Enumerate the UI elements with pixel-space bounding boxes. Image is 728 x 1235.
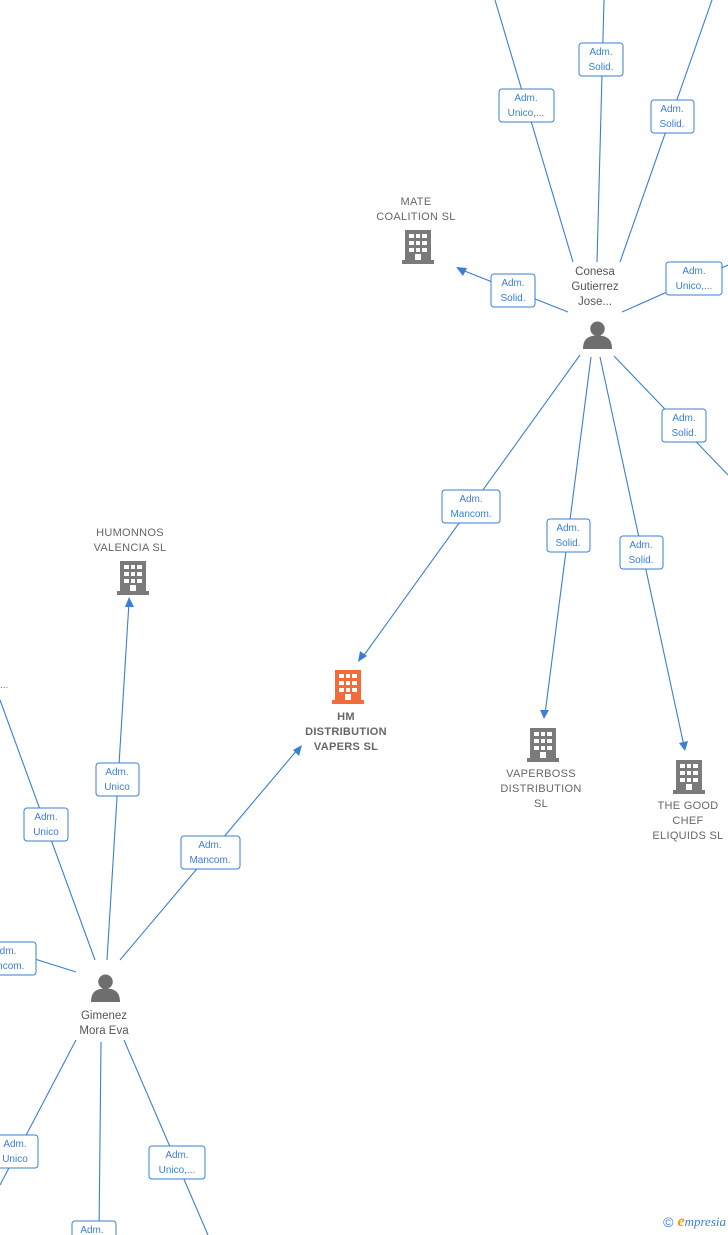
node-label: Mora Eva xyxy=(79,1025,129,1037)
edge-label-text: Mancom. xyxy=(450,509,491,520)
edge-label-conesa-hm[interactable]: Adm. Mancom. xyxy=(441,489,501,524)
building-icon-highlighted xyxy=(332,670,364,704)
arrowhead-hm-bottom xyxy=(293,745,302,756)
node-label: CHEF xyxy=(672,815,703,827)
edge-label-conesa-mate[interactable]: Adm. Solid. xyxy=(490,273,536,308)
node-label: ELIQUIDS SL xyxy=(652,830,723,842)
edge-label-gimenez-left-mid[interactable]: dm. ancom. xyxy=(0,941,37,976)
edge-label-conesa-top-mid[interactable]: Adm. Solid. xyxy=(578,42,624,77)
edge-label-text: ancom. xyxy=(0,961,24,972)
edge-gimenez-bottom-right xyxy=(123,1039,209,1235)
building-icon xyxy=(117,561,149,595)
edge-label-gimenez-bottom-right[interactable]: Adm. Unico,... xyxy=(148,1145,206,1180)
edge-label-gimenez-humonnos[interactable]: Adm. Unico xyxy=(95,762,140,797)
edge-conesa-top-mid xyxy=(596,0,605,263)
edge-label-text: Solid. xyxy=(555,538,580,549)
node-label: HM xyxy=(337,711,355,723)
edge-label-text: Adm. xyxy=(556,523,579,534)
node-label: DISTRIBUTION xyxy=(305,726,387,738)
company-node-vaperboss[interactable]: VAPERBOSS DISTRIBUTION SL xyxy=(500,728,581,810)
logo-text: mpresia xyxy=(684,1214,726,1229)
partial-node-label: ... xyxy=(0,680,8,691)
edge-label-text: Unico,... xyxy=(508,108,545,119)
building-icon xyxy=(402,230,434,264)
node-label: THE GOOD xyxy=(657,800,718,812)
building-icon xyxy=(527,728,559,762)
edge-label-text: Adm. xyxy=(459,494,482,505)
edge-label-gimenez-bottom-left[interactable]: Adm. Unico xyxy=(0,1134,39,1169)
edge-label-text: Adm. xyxy=(660,104,683,115)
node-label: Gutierrez xyxy=(571,281,619,293)
node-label: MATE xyxy=(401,196,432,208)
arrowhead-humonnos xyxy=(125,597,134,607)
edge-label-text: Unico,... xyxy=(159,1165,196,1176)
company-node-mate[interactable]: MATE COALITION SL xyxy=(376,196,455,264)
building-icon xyxy=(673,760,705,794)
node-label: VAPERS SL xyxy=(314,741,378,753)
edge-label-text: Solid. xyxy=(628,555,653,566)
edge-label-gimenez-bottom-mid[interactable]: Adm. xyxy=(71,1220,117,1235)
arrowhead-vaperboss xyxy=(540,710,549,719)
company-node-humonnos[interactable]: HUMONNOS VALENCIA SL xyxy=(94,527,167,595)
edge-label-text: Adm. xyxy=(501,278,524,289)
edge-label-text: Solid. xyxy=(659,119,684,130)
edge-label-conesa-goodchef[interactable]: Adm. Solid. xyxy=(619,535,664,570)
node-label: Gimenez xyxy=(81,1010,127,1022)
copyright-icon: © xyxy=(663,1214,674,1230)
edge-label-text: dm. xyxy=(0,946,16,957)
edge-label-text: Adm. xyxy=(629,540,652,551)
brand-footer[interactable]: © empresia xyxy=(663,1213,726,1231)
edge-label-conesa-top-right[interactable]: Adm. Solid. xyxy=(650,99,695,134)
company-node-goodchef[interactable]: THE GOOD CHEF ELIQUIDS SL xyxy=(652,760,723,842)
person-node-conesa[interactable]: Conesa Gutierrez Jose... xyxy=(571,266,619,349)
edge-label-conesa-right[interactable]: Adm. Unico,... xyxy=(665,261,723,296)
empresia-logo: empresia xyxy=(677,1213,726,1231)
person-icon xyxy=(583,321,612,349)
person-node-gimenez[interactable]: Gimenez Mora Eva xyxy=(79,974,129,1037)
edge-label-conesa-top-left[interactable]: Adm. Unico,... xyxy=(498,88,555,123)
edge-label-text: Adm. xyxy=(3,1139,26,1150)
edge-label-conesa-vaperboss[interactable]: Adm. Solid. xyxy=(546,518,591,553)
edge-label-text: Adm. xyxy=(672,413,695,424)
edge-label-text: Adm. xyxy=(34,812,57,823)
edge-gimenez-bottom-mid xyxy=(98,1041,102,1235)
node-label: VALENCIA SL xyxy=(94,542,167,554)
edge-label-text: Adm. xyxy=(165,1150,188,1161)
node-label: Jose... xyxy=(578,296,612,308)
arrowhead-hm-top xyxy=(358,651,367,662)
company-node-hm[interactable]: HM DISTRIBUTION VAPERS SL xyxy=(305,670,387,753)
logo-initial: e xyxy=(677,1213,685,1230)
edge-label-text: Adm. xyxy=(589,47,612,58)
edge-label-text: Solid. xyxy=(671,428,696,439)
edge-label-text: Unico xyxy=(104,782,130,793)
edge-label-text: Mancom. xyxy=(189,855,230,866)
edge-label-text: Adm. xyxy=(105,767,128,778)
edge-label-conesa-lower-right[interactable]: Adm. Solid. xyxy=(661,408,707,443)
edge-label-text: Adm. xyxy=(514,93,537,104)
edge-label-text: Adm. xyxy=(198,840,221,851)
edge-label-text: Solid. xyxy=(588,62,613,73)
node-label: SL xyxy=(534,798,548,810)
node-label: Conesa xyxy=(575,266,615,278)
edge-label-text: Solid. xyxy=(500,293,525,304)
edge-label-text: Adm. xyxy=(682,266,705,277)
node-label: VAPERBOSS xyxy=(506,768,576,780)
edge-label-text: Adm. xyxy=(80,1225,103,1235)
node-label: HUMONNOS xyxy=(96,527,164,539)
arrowhead-goodchef xyxy=(679,741,688,751)
edge-label-text: Unico xyxy=(2,1154,28,1165)
edge-label-text: Unico xyxy=(33,827,59,838)
person-icon xyxy=(91,974,120,1002)
node-label: COALITION SL xyxy=(376,211,455,223)
edge-label-text: Unico,... xyxy=(676,281,713,292)
node-label: DISTRIBUTION xyxy=(500,783,581,795)
edge-label-gimenez-hm[interactable]: Adm. Mancom. xyxy=(180,835,241,870)
edge-label-gimenez-left-top[interactable]: Adm. Unico xyxy=(23,807,69,842)
edge-conesa-top-left xyxy=(494,0,574,263)
arrowhead-mate xyxy=(456,267,467,276)
